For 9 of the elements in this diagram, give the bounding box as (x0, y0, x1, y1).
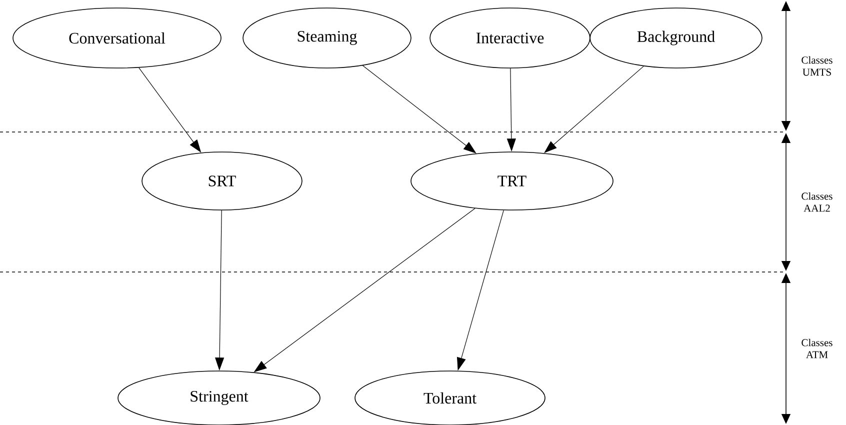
class-label: Classes UMTS (802, 56, 832, 76)
class-label: Classes ATM (802, 338, 832, 358)
ellipse-node: Interactive (430, 8, 590, 68)
ellipse-node: TRT (410, 152, 614, 210)
ellipse-node: Conversational (12, 8, 222, 68)
class-label: Classes AAL2 (802, 192, 832, 212)
ellipse-node: Steaming (242, 8, 412, 68)
ellipse-node: Background (590, 8, 762, 68)
ellipse-node: SRT (142, 152, 302, 210)
